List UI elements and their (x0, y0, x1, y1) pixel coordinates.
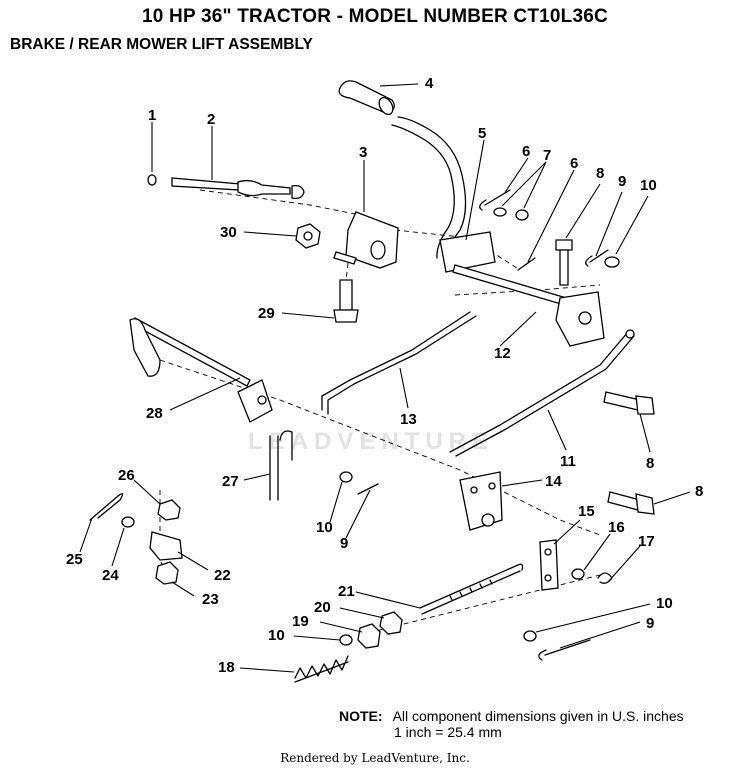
callout-26: 26 (118, 467, 135, 484)
callout-25: 25 (66, 551, 83, 568)
spring-part-18 (294, 655, 349, 683)
callout-24: 24 (102, 567, 119, 584)
callout-23: 23 (202, 591, 219, 608)
callout-19: 19 (292, 613, 309, 630)
callout-21: 21 (338, 583, 355, 600)
bracket-part-3 (333, 211, 399, 269)
callout-10c: 10 (656, 595, 673, 612)
assembly-subtitle: BRAKE / REAR MOWER LIFT ASSEMBLY (10, 36, 313, 53)
hardware-lower-right (523, 630, 591, 661)
callout-10a: 10 (640, 177, 657, 194)
threaded-rod-part-21 (419, 563, 524, 615)
brake-lever-part-5 (391, 116, 496, 273)
callout-15: 15 (578, 503, 595, 520)
callout-13: 13 (400, 411, 417, 428)
callout-10d: 10 (268, 627, 285, 644)
nut-part-30 (295, 223, 321, 249)
washer-clip-16-17 (571, 568, 613, 584)
note-label: NOTE: (339, 708, 383, 724)
bracket-part-14 (459, 471, 503, 531)
callout-6b: 6 (570, 155, 578, 172)
callout-20: 20 (314, 599, 331, 616)
cross-shaft-part-12 (452, 264, 605, 347)
bolt-part-8-lower (607, 491, 655, 515)
brake-rod-part-2 (147, 174, 305, 200)
callout-29: 29 (258, 305, 275, 322)
footer-credit: Rendered by LeadVenture, Inc. (280, 751, 470, 765)
callout-18: 18 (218, 659, 235, 676)
u-bolt-part-27 (269, 430, 293, 501)
callout-12: 12 (494, 345, 511, 362)
callout-leaders (79, 83, 691, 673)
callout-22: 22 (214, 567, 231, 584)
lift-rod-part-13 (321, 311, 477, 415)
callout-2: 2 (207, 111, 215, 128)
callout-7: 7 (543, 147, 551, 164)
hardware-left-cluster (89, 493, 183, 585)
callout-3: 3 (359, 144, 367, 161)
callout-27: 27 (222, 473, 239, 490)
arm-part-15 (539, 539, 559, 591)
dimension-note: NOTE: All component dimensions given in U… (339, 708, 684, 740)
nuts-parts-19-20 (339, 611, 403, 649)
rock-shaft-part-28 (129, 317, 273, 423)
hardware-top-right (479, 189, 620, 286)
bolt-part-29 (333, 279, 359, 323)
note-line-1: All component dimensions given in U.S. i… (392, 708, 684, 724)
handle-grip-part-4 (338, 80, 395, 116)
callout-28: 28 (146, 405, 163, 422)
note-line-2: 1 inch = 25.4 mm (394, 724, 502, 740)
callout-17: 17 (638, 533, 655, 550)
bolt-part-8-upper (603, 391, 655, 415)
callout-14: 14 (545, 473, 562, 490)
callout-8c: 8 (695, 483, 703, 500)
watermark: LEADVENTURE (248, 428, 495, 455)
long-rod-part-11 (449, 329, 635, 457)
callout-8b: 8 (646, 455, 654, 472)
callout-10b: 10 (316, 519, 333, 536)
callout-9b: 9 (340, 535, 348, 552)
callout-6a: 6 (522, 143, 530, 160)
callout-16: 16 (608, 519, 625, 536)
callout-8a: 8 (596, 165, 604, 182)
callout-30: 30 (220, 224, 237, 241)
callout-11: 11 (560, 453, 576, 470)
callout-9a: 9 (618, 173, 626, 190)
callout-9c: 9 (646, 615, 654, 632)
callout-labels: 1 2 3 4 5 6 7 6 8 9 10 30 29 12 28 13 11… (66, 75, 703, 676)
callout-1: 1 (148, 107, 156, 124)
callout-4: 4 (425, 75, 434, 92)
callout-5: 5 (478, 125, 486, 142)
hardware-mid (339, 471, 379, 495)
page-title: 10 HP 36" TRACTOR - MODEL NUMBER CT10L36… (142, 6, 608, 27)
